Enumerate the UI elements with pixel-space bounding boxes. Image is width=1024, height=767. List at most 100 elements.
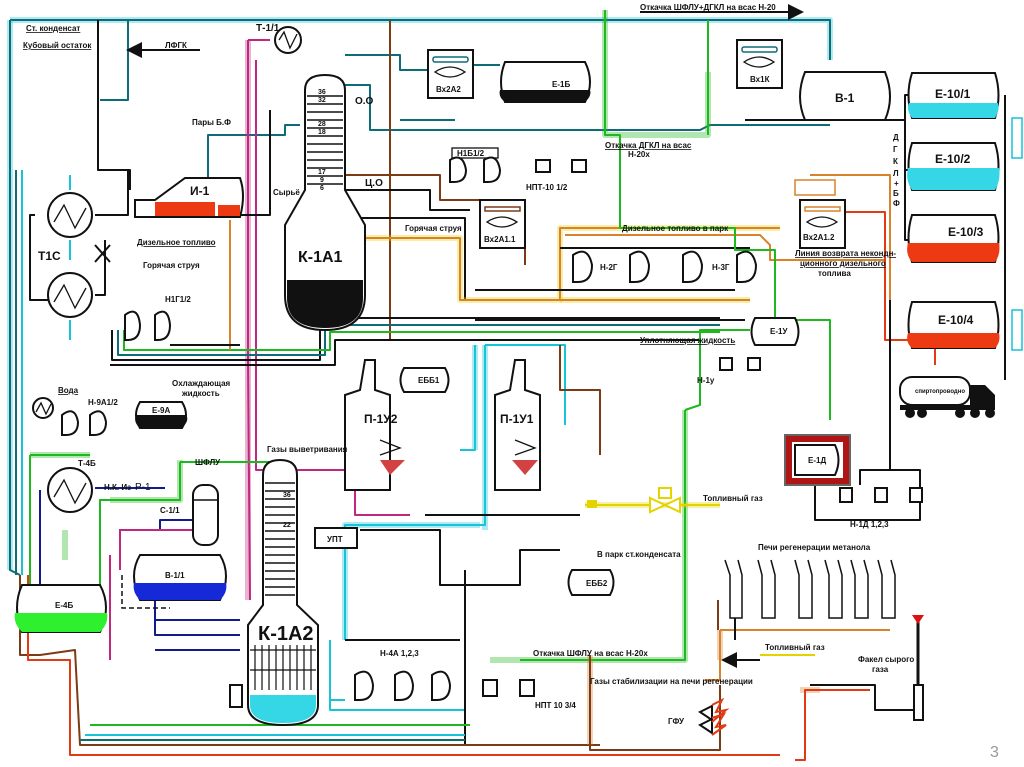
vessel-b1: В-1 bbox=[799, 71, 891, 121]
label-diesel-to-park: Дизельное топливо в парк bbox=[622, 224, 729, 233]
column-k1a1: 36 32 28 18 17 9 6 К-1А1 bbox=[284, 73, 366, 332]
label-h2g: Н-2Г bbox=[600, 263, 618, 272]
label-i1: И-1 bbox=[190, 184, 210, 198]
tanker-truck: спиртопроводно bbox=[899, 376, 995, 418]
label-oo: О.О bbox=[355, 96, 374, 107]
label-e1d: Е-1Д bbox=[808, 456, 826, 465]
svg-text:К: К bbox=[893, 157, 898, 166]
label-shflu-h20x: Откачка ШФЛУ на всас Н-20х bbox=[533, 649, 648, 658]
label-ebb1: ЕББ1 bbox=[418, 376, 440, 385]
label-npt10: НПТ-10 1/2 bbox=[526, 183, 568, 192]
label-raw: Сырьё bbox=[273, 188, 300, 197]
label-diesel-fuel: Дизельное топливо bbox=[137, 238, 216, 247]
tray-18: 18 bbox=[318, 129, 326, 136]
label-e4b: Е-4Б bbox=[55, 601, 73, 610]
label-h3g: Н-3Г bbox=[712, 263, 730, 272]
label-h4a: Н-4А 1,2,3 bbox=[380, 649, 419, 658]
label-bottoms: Кубовый остаток bbox=[23, 41, 92, 50]
label-flare-2: газа bbox=[872, 665, 889, 674]
label-vh2a2: Вх2А2 bbox=[436, 85, 461, 94]
tray-22-k1a2: 22 bbox=[283, 522, 291, 529]
tray-17: 17 bbox=[318, 169, 326, 176]
label-r1: Р-1 bbox=[135, 482, 151, 493]
exchanger-t11: Т-1/1 bbox=[256, 23, 302, 54]
label-fuel-gas-2: Топливный газ bbox=[765, 643, 825, 652]
pumps-h4a: Н-4А 1,2,3 bbox=[354, 649, 452, 701]
label-regen-furnaces: Печи регенерации метанола bbox=[758, 543, 871, 552]
label-dgkl-h20x-2: Н-20х bbox=[628, 150, 650, 159]
exchanger-t1c: Т1С bbox=[38, 192, 111, 318]
tray-28: 28 bbox=[318, 121, 326, 128]
air-cooler-vh1k: Вх1К bbox=[736, 39, 783, 89]
label-h1g: Н1Г1/2 bbox=[165, 295, 191, 304]
box-upt: УПТ bbox=[314, 527, 358, 549]
pumps-npt10: НПТ-10 1/2 Откачка ДГКЛ на всас Н-20х bbox=[526, 141, 692, 192]
svg-text:Д: Д bbox=[893, 133, 899, 142]
label-k1a2: К-1А2 bbox=[258, 623, 314, 645]
label-hot-stream: Горячая струя bbox=[143, 261, 200, 270]
exchanger-t4b: Т-4Б bbox=[47, 459, 96, 513]
column-k1a2: 36 22 К-1А2 bbox=[229, 458, 319, 727]
label-e1b: Е-1Б bbox=[552, 80, 570, 89]
label-e1u: Е-1У bbox=[770, 327, 788, 336]
vessel-e1d: Е-1Д Н-1Д 1,2,3 bbox=[784, 434, 923, 529]
pipe-top-header bbox=[10, 19, 831, 60]
label-st-condensate: Ст. конденсат bbox=[26, 24, 80, 33]
vessel-e9a: Е-9А Охлаждающая жидкость bbox=[135, 379, 231, 429]
pumps-h1g: Н1Г1/2 bbox=[124, 295, 191, 341]
label-water: Вода bbox=[58, 386, 79, 395]
regen-furnace bbox=[824, 559, 843, 619]
tray-36-k1a2: 36 bbox=[283, 492, 291, 499]
label-cooling-liquid-1: Охлаждающая bbox=[172, 379, 231, 388]
label-fuel-gas-1: Топливный газ bbox=[703, 494, 763, 503]
label-flare-1: Факел сырого bbox=[858, 655, 914, 664]
label-dgkl-bf-vertical: Д Г К Л + Б Ф bbox=[893, 133, 900, 208]
furnace-p1u2: П-1У2 bbox=[344, 359, 405, 491]
vessel-e1b: Е-1Б bbox=[499, 61, 591, 103]
label-sealing-liquid: Уплотняющая жидкость bbox=[640, 336, 735, 345]
label-return-line-3: топлива bbox=[818, 269, 851, 278]
svg-text:+: + bbox=[894, 179, 899, 188]
label-nk-from: Н.К. Из bbox=[104, 483, 131, 492]
svg-text:Ф: Ф bbox=[893, 199, 900, 208]
label-vh2a12: Вх2А1.2 bbox=[803, 233, 835, 242]
label-p1u2: П-1У2 bbox=[364, 412, 398, 426]
flare-stack: Факел сырого газа bbox=[858, 615, 924, 721]
pumps-h9a: Н-9А1/2 Вода bbox=[32, 386, 118, 436]
label-ebb2: ЕББ2 bbox=[586, 579, 608, 588]
regen-furnaces: Печи регенерации метанола bbox=[724, 543, 896, 619]
label-cooling-liquid-2: жидкость bbox=[181, 389, 220, 398]
label-lfgk: ЛФГК bbox=[165, 41, 187, 50]
stream-labels: Ст. конденсат Кубовый остаток ЛФГК Пары … bbox=[23, 3, 896, 686]
air-cooler-vh2a2: Вх2А2 bbox=[427, 49, 474, 99]
pumps-h1b: Н1Б1/2 bbox=[449, 147, 502, 183]
label-weathering-gases: Газы выветривания bbox=[267, 445, 348, 454]
regen-furnace bbox=[757, 559, 776, 619]
separator-c11: С-1/1 bbox=[160, 484, 219, 546]
furnace-p1u1: П-1У1 bbox=[494, 359, 541, 491]
label-gfu: ГФУ bbox=[668, 717, 685, 726]
page-number: 3 bbox=[990, 744, 999, 761]
label-to-park-condensate: В парк ст.конденсата bbox=[597, 550, 681, 559]
tank-e104: Е-10/4 bbox=[907, 301, 1000, 349]
tray-32: 32 bbox=[318, 97, 326, 104]
vessel-e4b: Е-4Б bbox=[14, 584, 108, 633]
tray-6: 6 bbox=[320, 185, 324, 192]
label-h1u: Н-1у bbox=[697, 376, 715, 385]
label-t4b: Т-4Б bbox=[78, 459, 96, 468]
label-stab-gases: Газы стабилизации на печи регенерации bbox=[590, 677, 753, 686]
label-e104: Е-10/4 bbox=[938, 313, 974, 327]
pipelines bbox=[7, 4, 1006, 761]
regen-furnace bbox=[850, 559, 869, 619]
label-h9a: Н-9А1/2 bbox=[88, 398, 118, 407]
label-e101: Е-10/1 bbox=[935, 87, 971, 101]
label-c11: С-1/1 bbox=[160, 506, 180, 515]
label-t1c: Т1С bbox=[38, 249, 61, 263]
air-cooler-vh2a11: Вх2А1.1 bbox=[479, 199, 526, 249]
svg-text:Б: Б bbox=[893, 189, 899, 198]
tray-36: 36 bbox=[318, 89, 326, 96]
label-return-line-2: ционного дизельного bbox=[800, 259, 886, 268]
vessel-ebb2: ЕББ2 bbox=[567, 569, 615, 596]
pumps-npt103: НПТ 10 3/4 bbox=[482, 679, 576, 710]
label-dgkl-h20x-1: Откачка ДГКЛ на всас bbox=[605, 141, 692, 150]
